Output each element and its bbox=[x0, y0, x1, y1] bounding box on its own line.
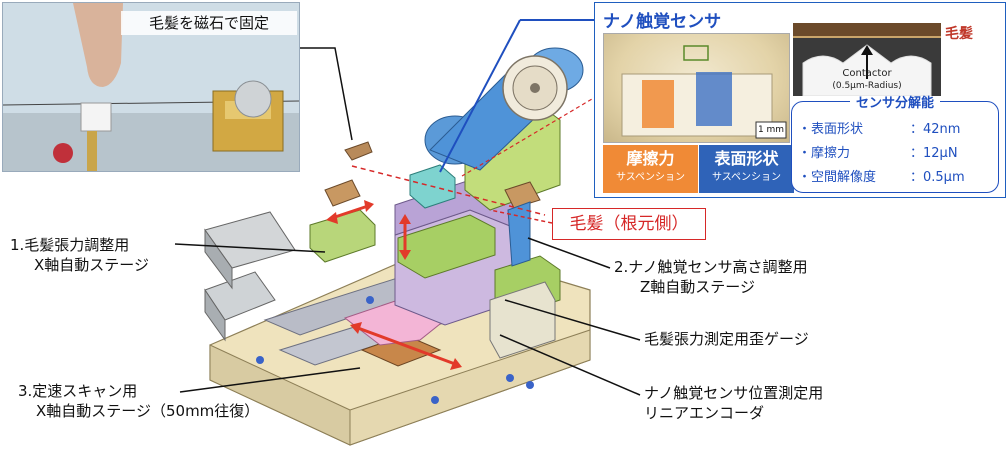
resolution-row-label: ・空間解像度 bbox=[798, 170, 877, 185]
resolution-row-value: ：0.5µm bbox=[910, 170, 965, 185]
sensor-title: ナノ触覚センサ bbox=[603, 12, 722, 32]
resolution-box: センサ分解能 ・表面形状 ：42nm ・摩擦力 ：12µN ・空間解像度 ：0.… bbox=[791, 96, 999, 193]
resolution-row-label: ・摩擦力 bbox=[798, 146, 851, 161]
sensor-detail-panel: ナノ触覚センサ 1 mm Contactor (0.5µm-Radius) 毛髪… bbox=[594, 2, 1006, 198]
surface-suspension-tag: 表面形状 サスペンション bbox=[699, 145, 794, 193]
encoder-label-line2: リニアエンコーダ bbox=[644, 404, 765, 422]
friction-main: 摩擦力 bbox=[626, 149, 675, 168]
surface-sub: サスペンション bbox=[711, 172, 782, 183]
surface-main: 表面形状 bbox=[714, 149, 779, 168]
hair-label: 毛髪 bbox=[945, 26, 973, 42]
resolution-row-value: ：12µN bbox=[910, 146, 958, 161]
photo-caption: 毛髪を磁石で固定 bbox=[121, 11, 297, 35]
contactor-label: Contactor bbox=[842, 68, 892, 79]
resolution-title: センサ分解能 bbox=[849, 96, 940, 111]
stage3-label-line1: 3.定速スキャン用 bbox=[18, 382, 138, 400]
stage1-label-line1: 1.毛髪張力調整用 bbox=[10, 236, 130, 254]
friction-suspension-tag: 摩擦力 サスペンション bbox=[603, 145, 698, 193]
contactor-drawing bbox=[793, 23, 941, 97]
sensor-photo: 1 mm bbox=[603, 33, 790, 143]
stage2-label-line2: Z軸自動ステージ bbox=[640, 278, 755, 296]
stage1-label-line2: X軸自動ステージ bbox=[34, 256, 149, 274]
stage2-label-line1: 2.ナノ触覚センサ高さ調整用 bbox=[614, 258, 808, 276]
hair-root-label: 毛髪（根元側） bbox=[552, 208, 706, 240]
contactor-radius: (0.5µm-Radius) bbox=[832, 81, 902, 91]
resolution-row-label: ・表面形状 bbox=[798, 122, 864, 137]
scale-label: 1 mm bbox=[757, 125, 785, 135]
stage3-label-line2: X軸自動ステージ（50mm往復） bbox=[36, 402, 260, 420]
encoder-label-line1: ナノ触覚センサ位置測定用 bbox=[644, 384, 824, 402]
friction-sub: サスペンション bbox=[615, 172, 686, 183]
resolution-row-value: ：42nm bbox=[910, 122, 961, 137]
sensor-structure bbox=[621, 45, 787, 139]
contactor-closeup: Contactor (0.5µm-Radius) bbox=[793, 23, 941, 97]
hair-fixing-photo: 毛髪を磁石で固定 bbox=[2, 2, 300, 172]
strain-gauge-label: 毛髪張力測定用歪ゲージ bbox=[644, 330, 809, 348]
